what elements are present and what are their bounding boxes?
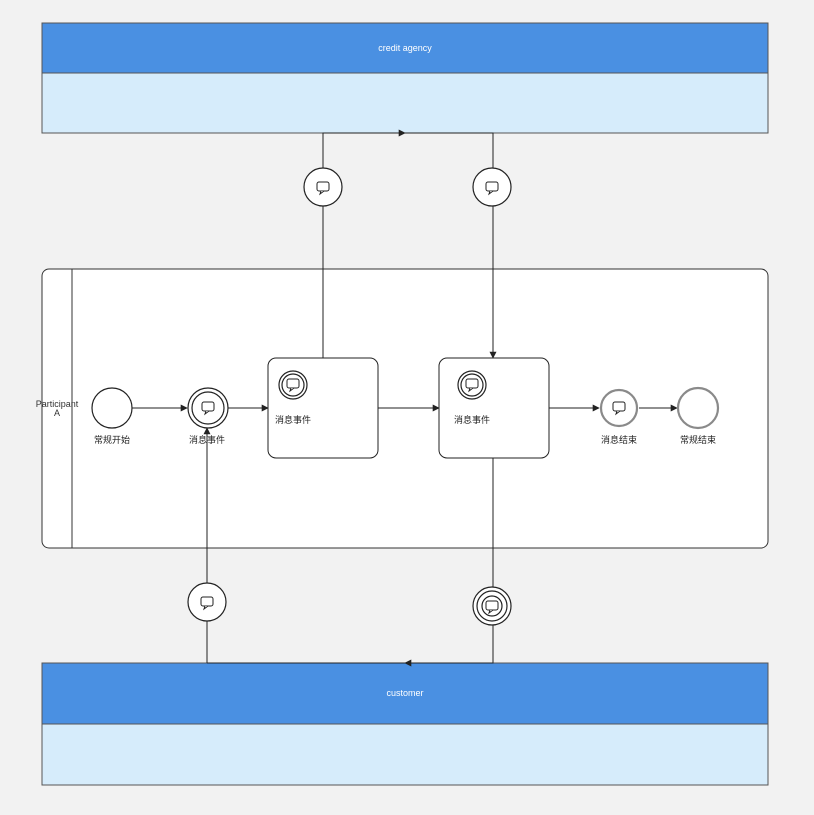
- pool-credit-agency-title: credit agency: [378, 43, 432, 53]
- message-marker-2: [472, 167, 512, 207]
- pool-customer-title: customer: [386, 688, 423, 698]
- start-event[interactable]: 常规开始: [91, 387, 133, 446]
- message-flow-task2-to-customer[interactable]: [404, 458, 494, 667]
- pool-customer-body: [41, 723, 769, 786]
- pool-customer-header: [41, 662, 769, 725]
- task-2-label: 消息事件: [454, 414, 490, 426]
- pool-credit-agency-header: [41, 22, 769, 74]
- message-end-event-label: 消息结束: [601, 434, 637, 446]
- end-event-label: 常规结束: [680, 434, 716, 446]
- task-2[interactable]: 消息事件: [438, 357, 550, 459]
- pool-customer[interactable]: customer: [41, 662, 769, 786]
- task-1-box: [267, 357, 379, 459]
- pool-participant-a-title-line1: Participant: [36, 399, 79, 409]
- pool-credit-agency[interactable]: credit agency: [41, 22, 769, 134]
- task-2-box: [438, 357, 550, 459]
- message-end-event[interactable]: 消息结束: [599, 388, 639, 446]
- message-flow-task1-to-credit-agency[interactable]: [322, 129, 406, 358]
- message-marker-4: [472, 586, 512, 626]
- message-marker-3: [187, 582, 227, 622]
- task-1-label: 消息事件: [275, 414, 311, 426]
- message-flow-credit-agency-to-task2[interactable]: [405, 132, 497, 359]
- message-marker-1: [303, 167, 343, 207]
- pool-credit-agency-body: [41, 72, 769, 134]
- end-event[interactable]: 常规结束: [676, 386, 720, 446]
- catch-event-label: 消息事件: [189, 434, 225, 446]
- task-1[interactable]: 消息事件: [267, 357, 379, 459]
- end-event-circle: [676, 386, 720, 430]
- catch-message-event[interactable]: 消息事件: [187, 387, 229, 446]
- pool-participant-a-title-line2: A: [54, 408, 60, 418]
- start-event-label: 常规开始: [94, 434, 130, 446]
- start-event-circle: [91, 387, 133, 429]
- message-flows: [203, 129, 497, 667]
